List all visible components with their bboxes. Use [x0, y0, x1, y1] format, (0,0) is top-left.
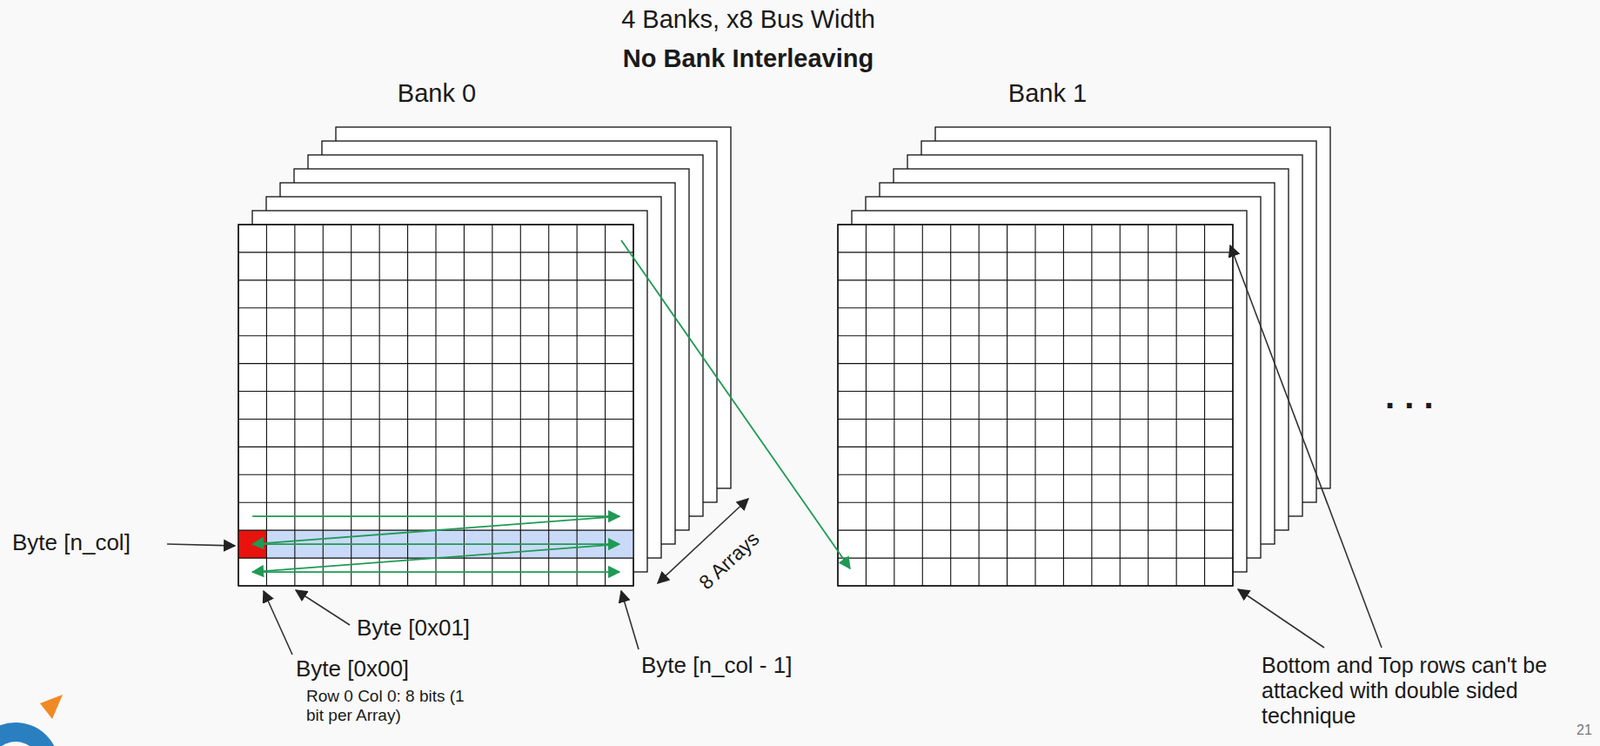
memory-array-stack: [837, 127, 1331, 586]
dimension-label: 8 Arrays: [692, 525, 766, 596]
memory-array-stack: [238, 127, 731, 586]
access-order-arrow: [252, 515, 620, 544]
access-order-arrow: [252, 543, 620, 572]
leader-line: [621, 590, 639, 650]
cell-grid: [837, 224, 1233, 586]
access-order-arrow: [252, 570, 620, 573]
bank-region: Bank 0: [238, 76, 731, 586]
array-border: [837, 224, 1233, 586]
logo-mark: [40, 694, 63, 719]
callout-label: Byte [0x01]: [356, 615, 470, 642]
leader-line: [1230, 245, 1382, 648]
bank-transition-arrow: [621, 240, 851, 569]
memory-array: [837, 224, 1233, 586]
logo-mark: [0, 722, 60, 746]
callout-label: Byte [n_col]: [12, 529, 131, 556]
cell-grid: [238, 224, 634, 586]
logo-mark: [0, 741, 41, 746]
access-order-arrow: [252, 515, 620, 517]
callout-label: Byte [n_col - 1]: [641, 652, 792, 679]
page-number: 21: [1576, 722, 1593, 738]
subtitle: No Bank Interleaving: [622, 44, 874, 74]
leader-line: [263, 590, 293, 655]
leader-line: [1238, 589, 1325, 648]
bank-heading: Bank 0: [397, 79, 476, 108]
ellipsis: . . .: [1385, 375, 1434, 416]
array-border: [238, 224, 634, 586]
access-order-arrow: [252, 542, 620, 545]
bank-region: Bank 1: [837, 76, 1331, 586]
memory-array: [238, 224, 634, 586]
leader-line: [295, 589, 350, 625]
callout-label: Byte [0x00]: [295, 656, 409, 683]
slide-title: 4 Banks, x8 Bus Width: [621, 5, 876, 34]
callout-note: Row 0 Col 0: 8 bits (1 bit per Array): [306, 686, 481, 725]
leader-line: [167, 543, 235, 546]
bank-heading: Bank 1: [1008, 79, 1087, 108]
annotation-note: Bottom and Top rows can't be attacked wi…: [1261, 652, 1588, 728]
